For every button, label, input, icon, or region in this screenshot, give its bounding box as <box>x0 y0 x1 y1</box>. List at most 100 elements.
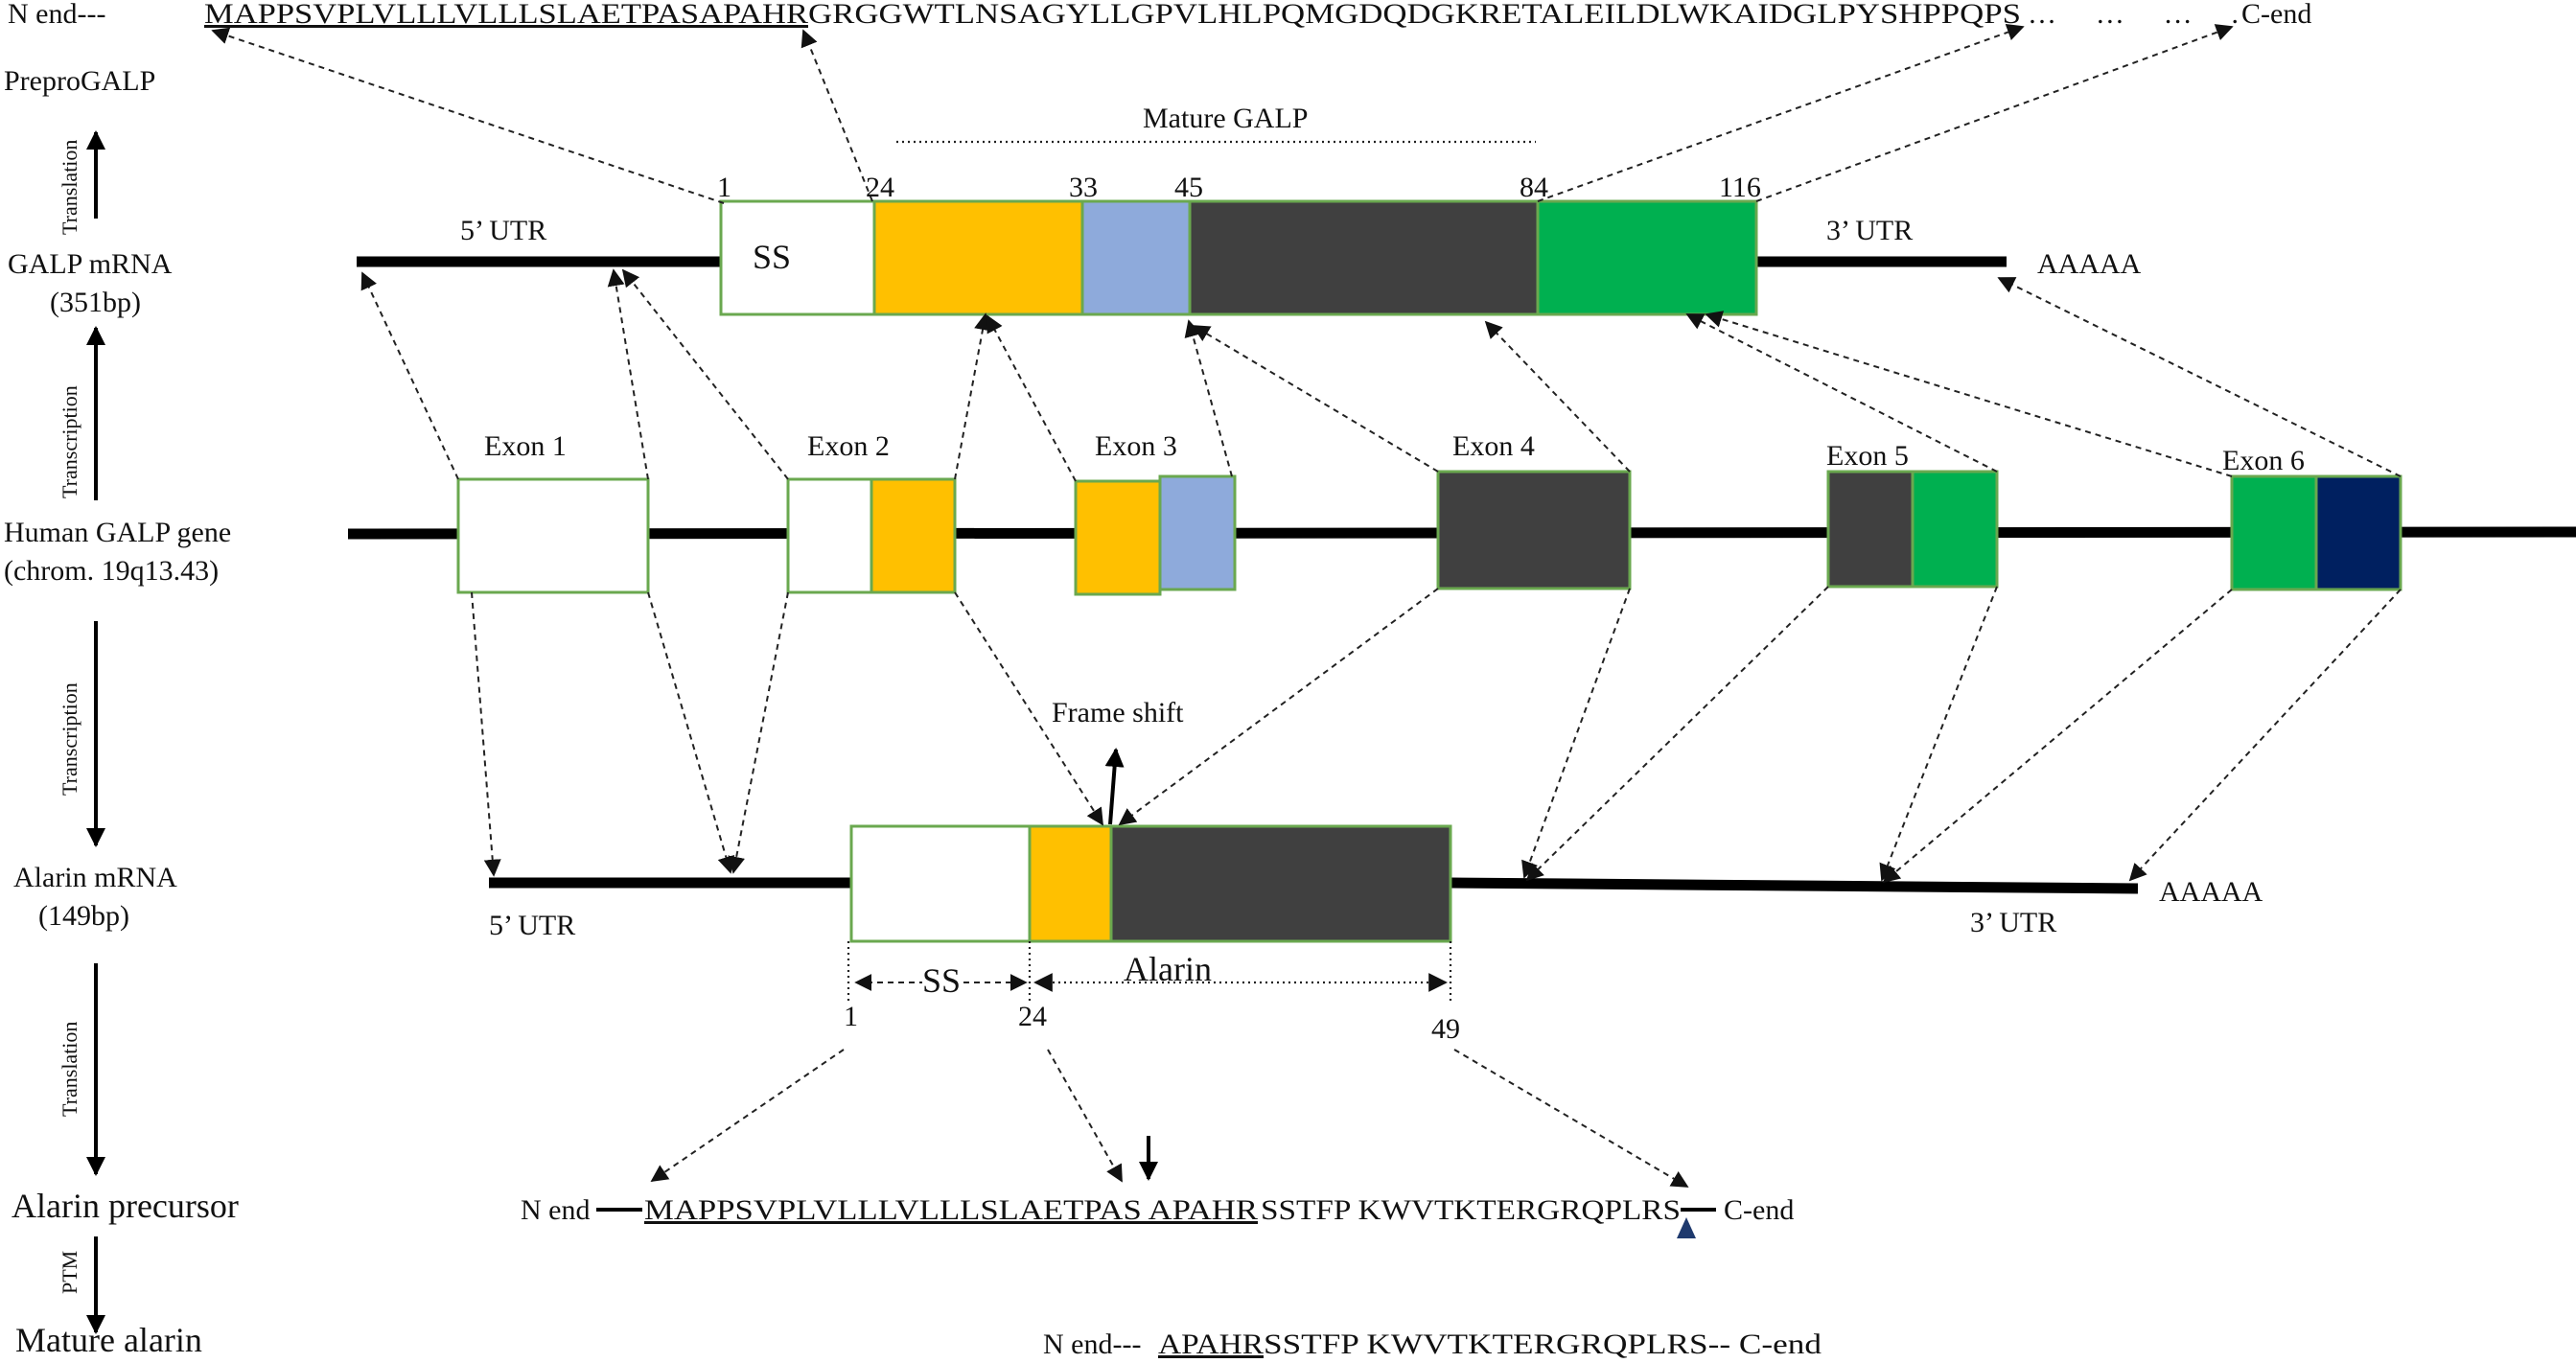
label-translation-1: Translation <box>58 140 81 235</box>
mature-n-end: N end--- <box>1043 1328 1141 1360</box>
mature-galp-label: Mature GALP <box>1143 103 1308 134</box>
map-arrow-exon2-to-alarin-left <box>728 591 789 874</box>
galp-mrna-green-segment <box>1536 199 1758 316</box>
precursor-n-end: N end <box>521 1194 590 1226</box>
map-arrow-alarin-24-to-precursor <box>1047 1049 1123 1183</box>
galp-pos-1: 1 <box>717 172 731 203</box>
exon-1-label: Exon 1 <box>484 430 567 462</box>
alarin-mrna-3utr-line <box>1450 877 2139 894</box>
alarin-span-label: Alarin <box>1124 950 1212 988</box>
label-chrom-location: (chrom. 19q13.43) <box>4 555 219 587</box>
label-ptm: PTM <box>58 1251 81 1294</box>
alarin-pos-1: 1 <box>844 1001 858 1032</box>
label-transcription-2: Transcription <box>58 682 81 796</box>
exon-4-label: Exon 4 <box>1452 430 1535 462</box>
galp-mrna-ss-segment <box>719 199 876 316</box>
galp-seq-n-end: N end--- <box>8 0 105 30</box>
map-arrow-exon1-to-alarin-left <box>471 591 501 877</box>
label-transcription-1: Transcription <box>58 385 81 498</box>
label-preprogalp: PreproGALP <box>4 65 155 97</box>
galp-seq-c-end: C-end <box>2241 0 2311 30</box>
mature-underlined-seq: APAHR <box>1158 1328 1264 1360</box>
map-arrow-exon6-left <box>1705 311 2233 477</box>
exon-2-label: Exon 2 <box>807 430 890 462</box>
exon-6-navy-segment <box>2314 474 2402 591</box>
label-alarin-mrna: Alarin mRNA <box>13 862 177 893</box>
exon-1-box <box>456 477 650 594</box>
galp-pos-24: 24 <box>866 172 894 203</box>
galp-mrna-ss-label: SS <box>753 238 791 276</box>
map-arrow-exon4-to-alarin-right <box>1521 588 1631 879</box>
exon-4-box <box>1436 470 1632 590</box>
mature-rest-seq: SSTFP KWVTKTERGRQPLRS-- C-end <box>1264 1328 1822 1360</box>
map-arrow-galp-116-to-seq <box>1755 24 2234 202</box>
map-arrow-alarin-49-to-precursor <box>1453 1049 1689 1188</box>
alarin-mrna-yellow-segment <box>1028 824 1113 943</box>
map-arrow-exon2-right <box>954 312 991 480</box>
precursor-signal-seq: MAPPSVPLVLLLVLLLSLAETPAS APAHR <box>644 1194 1258 1226</box>
galp-mrna-blue-segment <box>1080 199 1192 316</box>
galp-seq-dots: ………. <box>2028 0 2239 30</box>
exon-5-label: Exon 5 <box>1826 440 1909 472</box>
cleavage-site-marker <box>1677 1217 1696 1238</box>
galp-seq-signal: MAPPSVPLVLLLVLLLSLAETPASAPAHR <box>204 0 808 30</box>
galp-pos-116: 116 <box>1719 172 1761 203</box>
label-mature-alarin: Mature alarin <box>15 1321 202 1359</box>
alarin-mrna-ss-segment <box>849 824 1032 943</box>
map-arrow-galp-84-to-seq <box>1537 24 2025 202</box>
alarin-mrna-gray-segment <box>1109 824 1452 943</box>
alarin-mrna-polya: AAAAA <box>2159 876 2263 908</box>
alarin-pos-49: 49 <box>1431 1013 1460 1045</box>
map-arrow-exon6-to-alarin-left <box>1882 589 2233 884</box>
alarin-mrna-5utr-label: 5’ UTR <box>489 910 575 941</box>
map-arrow-exon2-to-alarin-right <box>954 591 1103 826</box>
galp-mrna-5utr-label: 5’ UTR <box>460 215 546 246</box>
exon-3-blue-segment <box>1158 474 1237 591</box>
frame-shift-label: Frame shift <box>1052 697 1184 728</box>
map-arrow-exon5-right <box>1685 313 1998 473</box>
map-arrow-galp-1-to-seq <box>211 27 725 204</box>
label-human-gene: Human GALP gene <box>4 517 231 548</box>
exon-3-label: Exon 3 <box>1095 430 1177 462</box>
alarin-ss-label: SS <box>922 961 961 1000</box>
galp-pos-45: 45 <box>1174 172 1203 203</box>
map-arrow-galp-24-to-seq <box>801 29 873 202</box>
map-arrow-exon1-right <box>607 268 649 480</box>
map-arrow-alarin-1-to-precursor <box>650 1049 845 1183</box>
alarin-mrna-3utr-label: 3’ UTR <box>1970 907 2056 938</box>
galp-pos-33: 33 <box>1069 172 1098 203</box>
map-arrow-exon4-left <box>1192 325 1439 473</box>
alarin-pos-24: 24 <box>1018 1001 1047 1032</box>
map-arrow-exon4-to-alarin-left <box>1118 588 1439 826</box>
galp-seq-rest: GRGGWTLNSAGYLLGPVLHLPQMGDQDGKRETALEILDLW… <box>808 0 2021 30</box>
label-galp-mrna-length: (351bp) <box>50 287 141 318</box>
galp-mrna-polya: AAAAA <box>2037 248 2142 280</box>
exon-2-yellow-segment <box>870 477 957 594</box>
exon-6-label: Exon 6 <box>2222 445 2305 476</box>
frame-shift-arrow <box>1104 748 1125 825</box>
exon-3-yellow-segment <box>1074 479 1162 596</box>
map-arrow-exon3-left <box>986 314 1077 482</box>
exon-5-gray-segment <box>1826 470 1915 589</box>
precursor-rest-seq: SSTFP KWVTKTERGRQPLRS <box>1261 1194 1681 1226</box>
map-arrow-exon1-to-alarin-right <box>647 591 735 874</box>
map-arrow-exon6-right <box>1997 277 2402 477</box>
map-arrow-exon5-to-alarin-left <box>1525 586 1829 882</box>
exon-6-green-segment <box>2230 474 2318 591</box>
label-alarin-precursor: Alarin precursor <box>12 1187 239 1225</box>
galp-mrna-gray-segment <box>1188 199 1540 316</box>
map-arrow-exon2-left <box>621 268 789 480</box>
map-arrow-exon6-to-alarin-right <box>2128 589 2402 882</box>
exon-2-white-segment <box>786 477 873 594</box>
precursor-c-end: C-end <box>1724 1194 1794 1226</box>
label-translation-2: Translation <box>58 1022 81 1117</box>
exon-5-green-segment <box>1911 470 1999 589</box>
galp-pos-84: 84 <box>1520 172 1548 203</box>
galp-mrna-3utr-label: 3’ UTR <box>1826 215 1913 246</box>
label-galp-mrna: GALP mRNA <box>8 248 173 280</box>
map-arrow-exon4-right <box>1484 320 1631 473</box>
galp-mrna-yellow-segment <box>872 199 1084 316</box>
label-alarin-mrna-length: (149bp) <box>38 900 129 932</box>
map-arrow-exon1-left <box>360 271 459 480</box>
